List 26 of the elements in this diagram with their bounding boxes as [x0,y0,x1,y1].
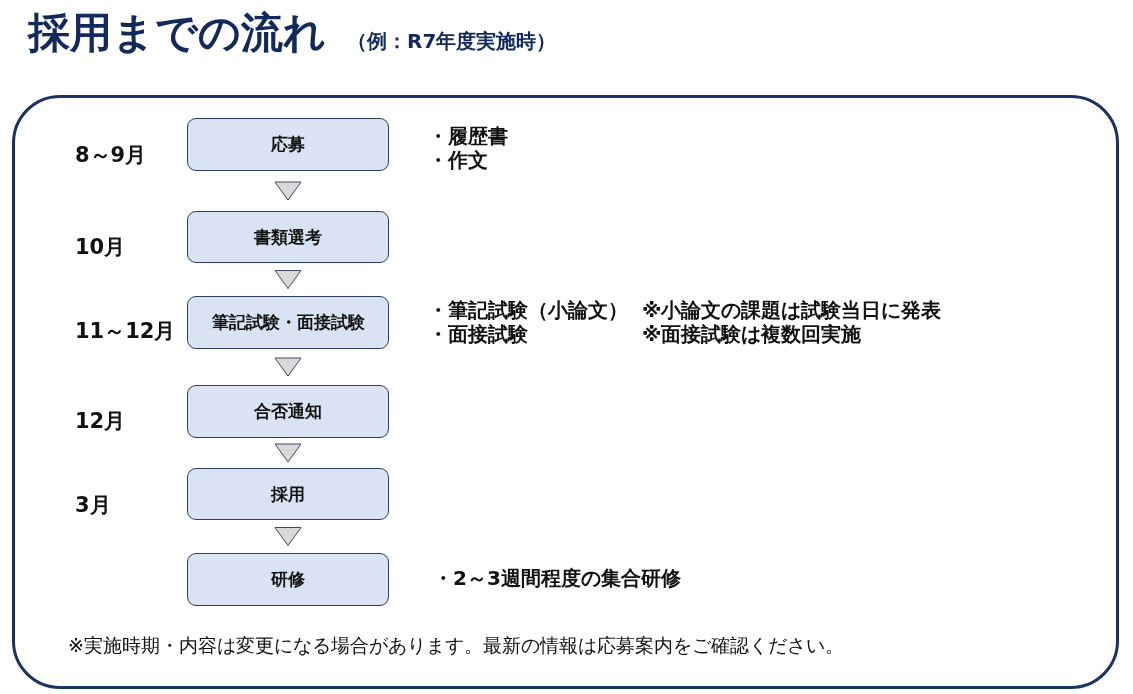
arrow [274,443,302,463]
note-text: ※面接試験は複数回実施 [642,321,862,347]
process-box: 書類選考 [187,211,389,263]
page-title: 採用までの流れ [28,9,326,57]
period-label: 11～12月 [75,318,176,344]
process-box: 合否通知 [187,385,389,438]
note-text: ・2～3週間程度の集合研修 [433,565,681,591]
note-text: ・筆記試験（小論文） [428,297,628,323]
arrow [274,527,302,546]
arrow [274,270,302,289]
period-label: 8～9月 [75,142,147,168]
note-text: ※小論文の課題は試験当日に発表 [642,297,942,323]
arrow [274,357,302,377]
note-text: ・作文 [428,147,488,173]
process-box: 研修 [187,553,389,606]
note-text: ・履歴書 [428,123,508,149]
process-box: 採用 [187,468,389,520]
period-label: 3月 [75,492,111,518]
process-box: 応募 [187,118,389,171]
arrow [274,181,302,201]
period-label: 10月 [75,234,126,260]
process-box: 筆記試験・面接試験 [187,296,389,349]
period-label: 12月 [75,408,126,434]
footnote-text: ※実施時期・内容は変更になる場合があります。最新の情報は応募案内をご確認ください。 [68,633,844,657]
subtitle: （例：R7年度実施時） [347,28,557,54]
note-text: ・面接試験 [428,321,528,347]
